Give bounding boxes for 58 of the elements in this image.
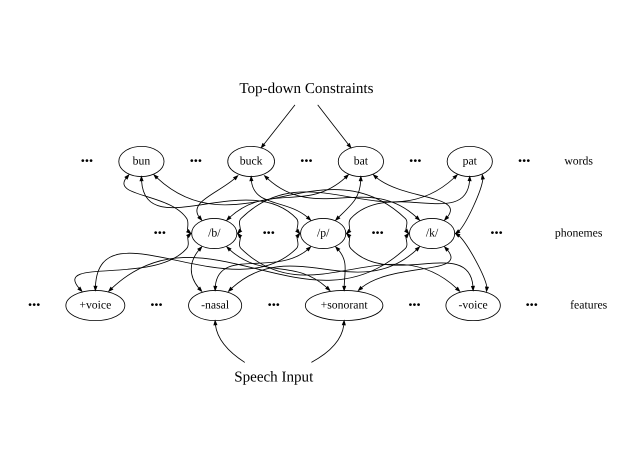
arrow bbox=[153, 173, 410, 234]
arrow bbox=[334, 174, 363, 220]
arrow bbox=[260, 104, 296, 148]
node-text: Speech Input bbox=[234, 368, 314, 385]
label: ••• bbox=[490, 226, 503, 240]
arrow bbox=[196, 174, 239, 221]
arrow bbox=[249, 174, 312, 220]
arrow bbox=[454, 232, 490, 292]
node-ellipse: bat bbox=[338, 145, 384, 176]
label: ••• bbox=[371, 226, 384, 240]
arrow bbox=[346, 174, 472, 234]
arrow bbox=[213, 246, 312, 292]
arrow bbox=[264, 174, 420, 220]
arrow bbox=[93, 232, 301, 292]
arrow bbox=[124, 173, 192, 234]
label: words bbox=[564, 154, 593, 168]
node-ellipse: +sonorant bbox=[304, 290, 384, 321]
label: ••• bbox=[80, 154, 94, 168]
label: ••• bbox=[518, 154, 530, 168]
arrow bbox=[311, 318, 346, 362]
node-ellipse: +voice bbox=[65, 290, 126, 321]
label: ••• bbox=[262, 226, 275, 240]
node-ellipse: bun bbox=[118, 145, 164, 176]
label: ••• bbox=[154, 226, 166, 240]
node-ellipse: /p/ bbox=[300, 218, 346, 248]
arrow bbox=[236, 232, 461, 292]
label: ••• bbox=[409, 154, 422, 168]
arrow bbox=[236, 173, 458, 234]
node-ellipse: -nasal bbox=[188, 290, 242, 321]
arrow bbox=[74, 232, 192, 292]
arrow bbox=[334, 245, 346, 292]
label: ••• bbox=[150, 298, 163, 312]
label: ••• bbox=[190, 154, 202, 168]
label: features bbox=[570, 298, 608, 312]
label: ••• bbox=[526, 298, 538, 312]
node-ellipse: buck bbox=[227, 145, 275, 176]
label: ••• bbox=[268, 298, 280, 312]
arrow bbox=[317, 104, 352, 148]
arrow bbox=[226, 246, 331, 291]
arrow bbox=[346, 232, 475, 292]
arrow bbox=[190, 245, 203, 292]
node-ellipse: /b/ bbox=[191, 218, 238, 248]
label: ••• bbox=[300, 154, 313, 168]
arrow bbox=[454, 173, 485, 234]
node-text: Top-down Constraints bbox=[239, 80, 374, 97]
label: phonemes bbox=[554, 226, 602, 240]
node-ellipse: pat bbox=[446, 145, 493, 176]
label: ••• bbox=[408, 298, 421, 312]
label: ••• bbox=[28, 298, 40, 312]
arrow bbox=[357, 245, 452, 291]
arrow bbox=[226, 173, 350, 220]
arrow bbox=[108, 232, 410, 292]
node-ellipse: /k/ bbox=[409, 218, 456, 248]
arrow bbox=[372, 174, 451, 221]
node-ellipse: -voice bbox=[445, 290, 501, 321]
arrow bbox=[213, 318, 246, 362]
arrow bbox=[228, 246, 420, 292]
arrow bbox=[140, 174, 301, 234]
